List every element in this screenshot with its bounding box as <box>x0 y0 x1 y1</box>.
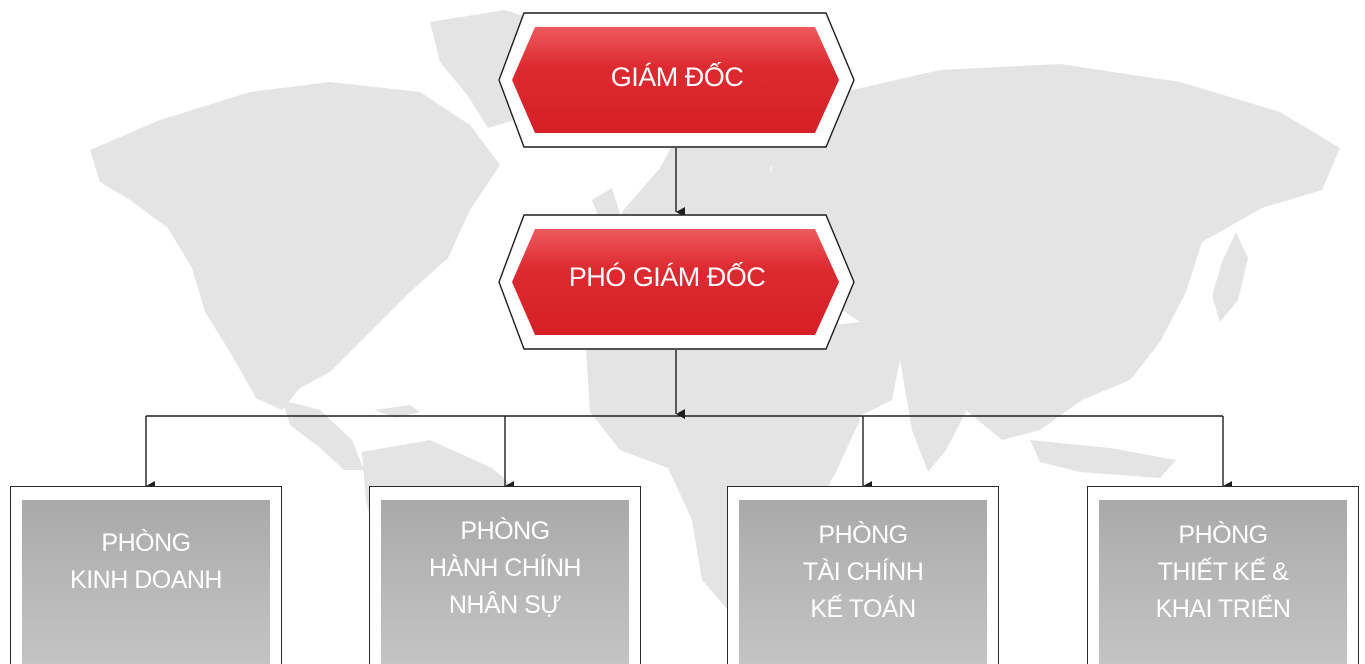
department-label: PHÒNG THIẾT KẾ & KHAI TRIỂN <box>1088 517 1358 628</box>
director-hexagon-shape <box>498 12 855 148</box>
deputy-director-label: PHÓ GIÁM ĐỐC <box>568 262 766 292</box>
department-label: PHÒNG KINH DOANH <box>11 525 281 599</box>
department-label-line: HÀNH CHÍNH <box>429 554 581 582</box>
department-label-line: TÀI CHÍNH <box>802 558 924 586</box>
department-panel <box>739 500 987 664</box>
department-label: PHÒNG TÀI CHÍNH KẾ TOÁN <box>728 517 998 628</box>
department-box-sales: PHÒNG KINH DOANH <box>10 486 282 664</box>
department-label-line: PHÒNG <box>101 529 191 557</box>
department-box-hr-admin: PHÒNG HÀNH CHÍNH NHÂN SỰ <box>369 486 641 664</box>
department-panel <box>381 500 629 664</box>
department-label-line: THIẾT KẾ & <box>1157 558 1289 586</box>
director-label: GIÁM ĐỐC <box>610 62 744 92</box>
department-box-design-deployment: PHÒNG THIẾT KẾ & KHAI TRIỂN <box>1087 486 1359 664</box>
department-panel <box>1099 500 1347 664</box>
department-label-line: PHÒNG <box>818 521 908 549</box>
department-box-finance-accounting: PHÒNG TÀI CHÍNH KẾ TOÁN <box>727 486 999 664</box>
department-label-line: KHAI TRIỂN <box>1155 595 1291 623</box>
department-label-line: KINH DOANH <box>70 566 222 594</box>
department-label-line: KẾ TOÁN <box>810 595 916 623</box>
department-label-line: PHÒNG <box>460 517 550 545</box>
department-label: PHÒNG HÀNH CHÍNH NHÂN SỰ <box>370 513 640 624</box>
department-panel <box>22 500 270 664</box>
director-node: GIÁM ĐỐC <box>497 12 857 148</box>
department-label-line: NHÂN SỰ <box>448 591 562 619</box>
department-label-line: PHÒNG <box>1178 521 1268 549</box>
deputy-director-node: PHÓ GIÁM ĐỐC <box>497 214 857 350</box>
deputy-hexagon-shape <box>498 214 855 350</box>
